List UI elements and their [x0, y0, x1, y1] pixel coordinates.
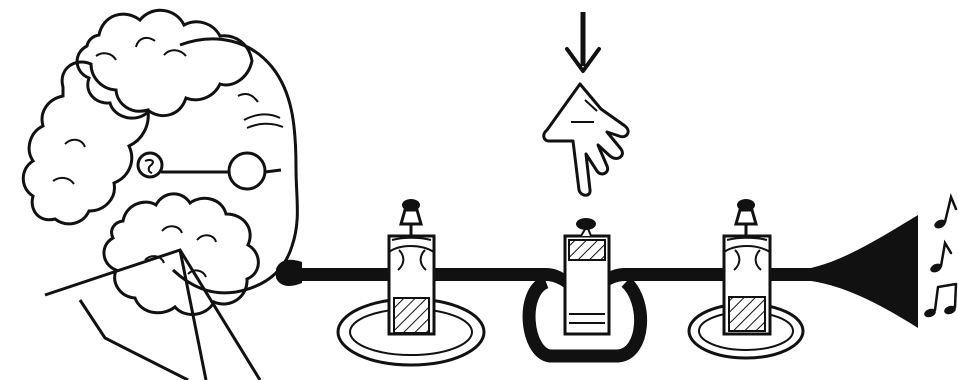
- music-note-bottom: [924, 282, 958, 318]
- down-arrow-icon: [565, 12, 601, 73]
- music-notes-icon: [924, 192, 958, 318]
- glasses-lens: [227, 151, 267, 191]
- music-note-middle: [930, 239, 953, 273]
- valve-middle-pressed: [563, 218, 611, 336]
- musician-head: [136, 37, 299, 295]
- pointing-hand-icon: [542, 82, 630, 197]
- valve-left: [336, 199, 486, 367]
- musician-body: [44, 248, 262, 380]
- valve-slide-loop: [522, 275, 648, 363]
- musician: [21, 9, 299, 380]
- curly-hair: [21, 9, 254, 226]
- music-note-top: [934, 192, 958, 229]
- mouthpiece: [276, 259, 302, 286]
- valve-right: [687, 199, 805, 360]
- curly-beard: [102, 192, 260, 316]
